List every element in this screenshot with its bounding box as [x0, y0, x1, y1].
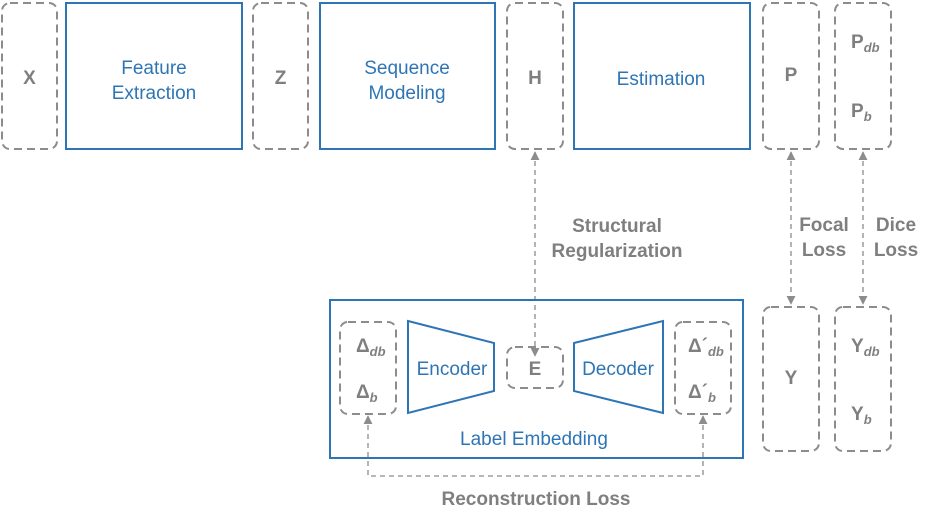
- delta-output-box: [674, 321, 732, 415]
- reconstruction-loss-arrow: [363, 415, 708, 477]
- label-embedding-title: Label Embedding: [460, 429, 608, 450]
- delta-input-box: [339, 321, 397, 415]
- feature-extraction-label-line2: Extraction: [112, 83, 196, 104]
- sequence-modeling-box: [319, 2, 496, 150]
- feature-extraction-label-line1: Feature: [121, 58, 186, 79]
- sequence-modeling-label-line2: Modeling: [368, 83, 445, 104]
- decoder-trapezoid: [573, 319, 664, 415]
- delta-db-label: Δdb: [356, 336, 386, 359]
- delta-prime-b-label: Δ´b: [688, 382, 716, 405]
- sequence-modeling-label-line1: Sequence: [364, 58, 450, 79]
- dice-loss-label-line2: Loss: [874, 240, 918, 261]
- h-label: H: [528, 68, 542, 89]
- e-embedding-box: [506, 346, 564, 389]
- z-label: Z: [275, 68, 287, 89]
- delta-prime-db-label: Δ´db: [688, 336, 724, 359]
- y-boundary-box: [834, 306, 892, 452]
- p-db-label: Pdb: [851, 32, 880, 55]
- x-label: X: [23, 68, 36, 89]
- x-input-box: [1, 2, 58, 150]
- y-b-label: Yb: [851, 404, 872, 427]
- focal-loss-label-line2: Loss: [802, 240, 846, 261]
- encoder-label: Encoder: [417, 359, 488, 380]
- p-label: P: [785, 65, 798, 86]
- p-b-label: Pb: [851, 101, 872, 124]
- estimation-box: [573, 2, 751, 150]
- encoder-trapezoid: [407, 319, 495, 415]
- structural-regularization-label-line1: Structural: [572, 216, 662, 237]
- y-label: Y: [785, 368, 798, 389]
- z-latent-box: [252, 2, 309, 150]
- feature-extraction-box: [65, 2, 243, 150]
- reconstruction-loss-label: Reconstruction Loss: [442, 489, 631, 510]
- decoder-label: Decoder: [582, 359, 654, 380]
- p-boundary-box: [834, 2, 892, 150]
- delta-b-label: Δb: [356, 382, 378, 405]
- p-output-box: [762, 2, 820, 150]
- e-label: E: [529, 359, 542, 380]
- estimation-label: Estimation: [617, 69, 706, 90]
- structural-regularization-label-line2: Regularization: [552, 241, 683, 262]
- label-embedding-box: [329, 299, 744, 459]
- y-db-label: Ydb: [851, 336, 880, 359]
- dice-loss-label-line1: Dice: [876, 215, 916, 236]
- focal-loss-label-line1: Focal: [799, 215, 849, 236]
- y-target-box: [762, 306, 820, 452]
- h-hidden-box: [506, 2, 564, 150]
